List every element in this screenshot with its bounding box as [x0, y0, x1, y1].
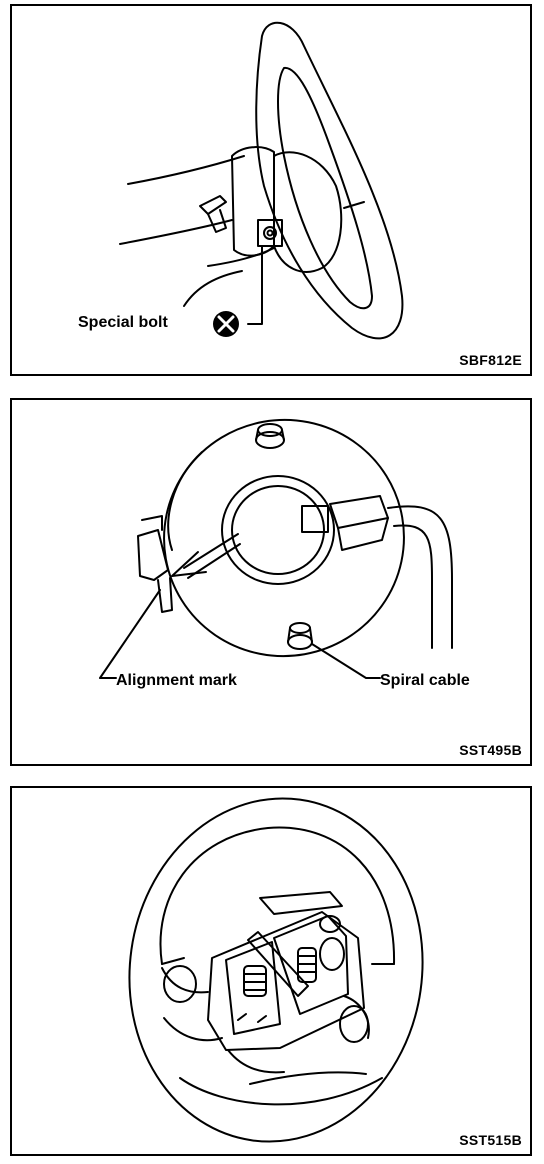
spiral-cable-drawing	[99, 418, 453, 679]
figure-code: SST495B	[459, 742, 522, 758]
steering-wheel-drawing	[119, 21, 404, 340]
figure-panel-2: Alignment mark Spiral cable SST495B	[10, 398, 532, 766]
spiral-cable-label: Spiral cable	[380, 672, 470, 689]
special-bolt-label: Special bolt	[78, 314, 168, 331]
alignment-mark-label: Alignment mark	[116, 672, 237, 689]
steering-wheel-rear-drawing	[128, 797, 424, 1143]
figure-code: SBF812E	[459, 352, 522, 368]
figure-panel-3: SST515B	[10, 786, 532, 1156]
figure-panel-1: Special bolt SBF812E	[10, 4, 532, 376]
figure-code: SST515B	[459, 1132, 522, 1148]
special-bolt-icon	[213, 311, 239, 337]
